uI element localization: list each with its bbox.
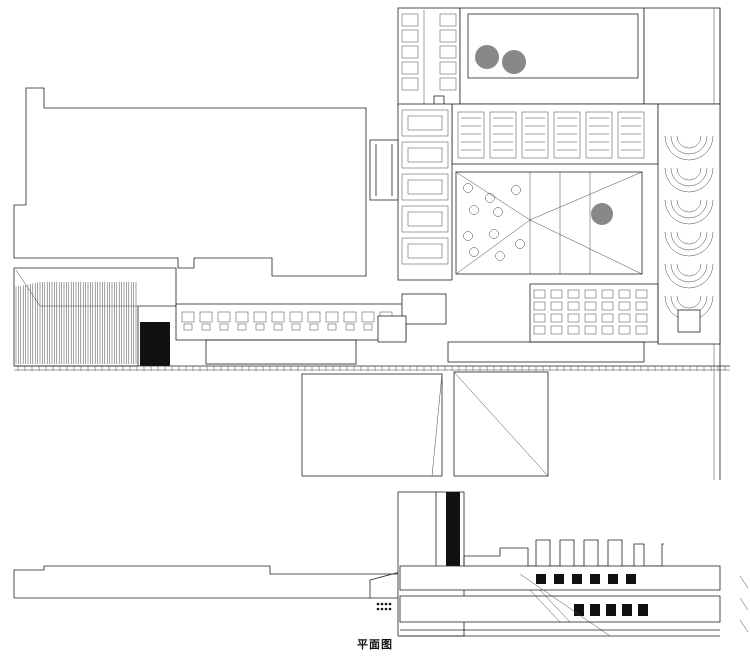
auditorium-column bbox=[657, 103, 721, 345]
drawing-caption: 平面图 bbox=[357, 639, 393, 651]
existing-building-west bbox=[13, 87, 367, 277]
study-hall bbox=[447, 283, 659, 363]
floor-plan bbox=[13, 7, 730, 480]
central-atrium bbox=[455, 171, 643, 275]
classroom-row bbox=[451, 103, 659, 165]
building-section bbox=[13, 491, 749, 637]
central-block bbox=[369, 103, 453, 343]
west-wing-hatched bbox=[13, 267, 177, 367]
main-corridor bbox=[14, 303, 730, 371]
south-volumes bbox=[301, 371, 549, 477]
north-service-block bbox=[397, 7, 461, 107]
north-courtyard bbox=[459, 7, 721, 480]
